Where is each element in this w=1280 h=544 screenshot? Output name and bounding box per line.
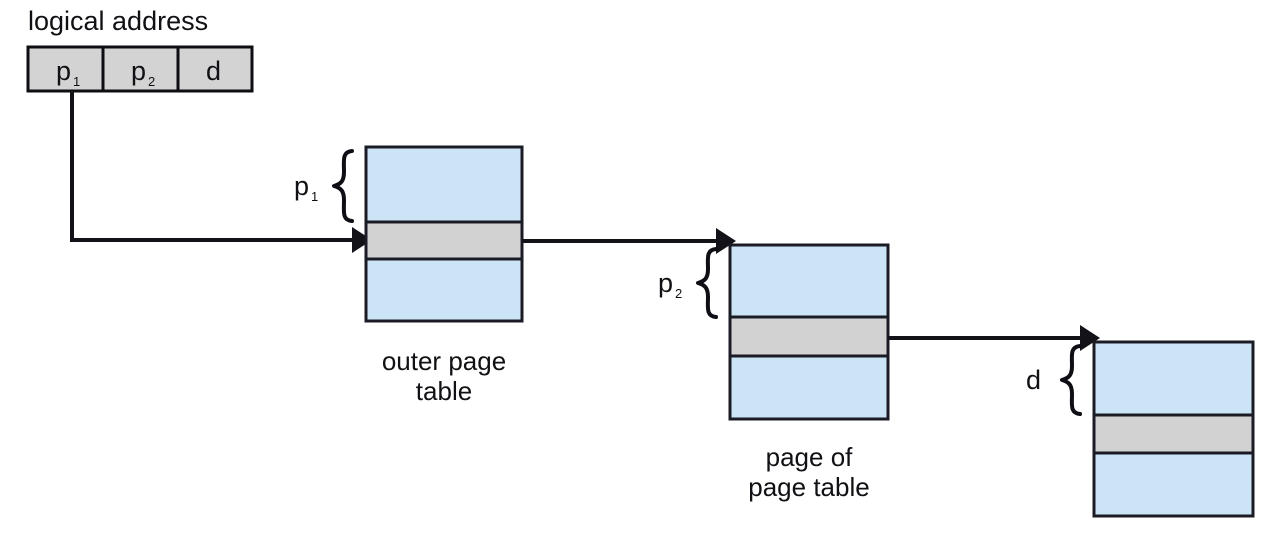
brace-p2-group: p 2 [658,247,718,319]
outer-page-table: outer page table [364,145,524,406]
address-cell-p1-subscript: 1 [73,74,80,89]
page-of-page-table-row-2-selected [728,315,890,358]
memory-frame-row-2-selected [1092,413,1255,455]
address-cell-d [176,45,254,93]
brace-p2-label: p [658,268,673,298]
page-of-page-table: page of page table [728,243,890,502]
page-of-page-table-caption-line1: page of [766,442,854,472]
connector-p1-to-outer-table [70,91,372,253]
address-cell-p2-label: p [131,56,146,86]
connector-page-table-to-frame [888,325,1100,351]
address-cell-p1-label: p [56,56,71,86]
brace-p1-subscript: 1 [311,189,318,204]
outer-page-table-caption-line2: table [416,376,472,406]
memory-frame-row-3 [1092,451,1255,518]
memory-frame-table [1092,340,1255,518]
brace-p2-subscript: 2 [675,286,682,301]
address-cell-p1 [26,45,105,93]
outer-page-table-row-1 [364,145,524,224]
address-cell-d-label: d [206,56,221,86]
outer-page-table-caption-line1: outer page [382,346,506,376]
page-of-page-table-row-1 [728,243,890,319]
memory-frame-row-1 [1092,340,1255,417]
page-of-page-table-row-3 [728,354,890,421]
brace-d-group: d [1026,344,1082,416]
logical-address-box: p 1 p 2 d [26,45,254,93]
address-cell-p2-subscript: 2 [148,74,155,89]
brace-p1-label: p [294,171,309,201]
outer-page-table-row-3 [364,257,524,323]
address-cell-p2 [101,45,180,93]
logical-address-label: logical address [28,6,208,36]
brace-d-label: d [1026,365,1041,395]
page-of-page-table-caption-line2: page table [748,472,869,502]
brace-p1-group: p 1 [294,149,354,223]
arrow-head-icon [352,227,372,253]
connector-outer-to-page-table [522,228,736,254]
outer-page-table-row-2-selected [364,220,524,261]
arrow-head-icon [1080,325,1100,351]
arrow-head-icon [716,228,736,254]
